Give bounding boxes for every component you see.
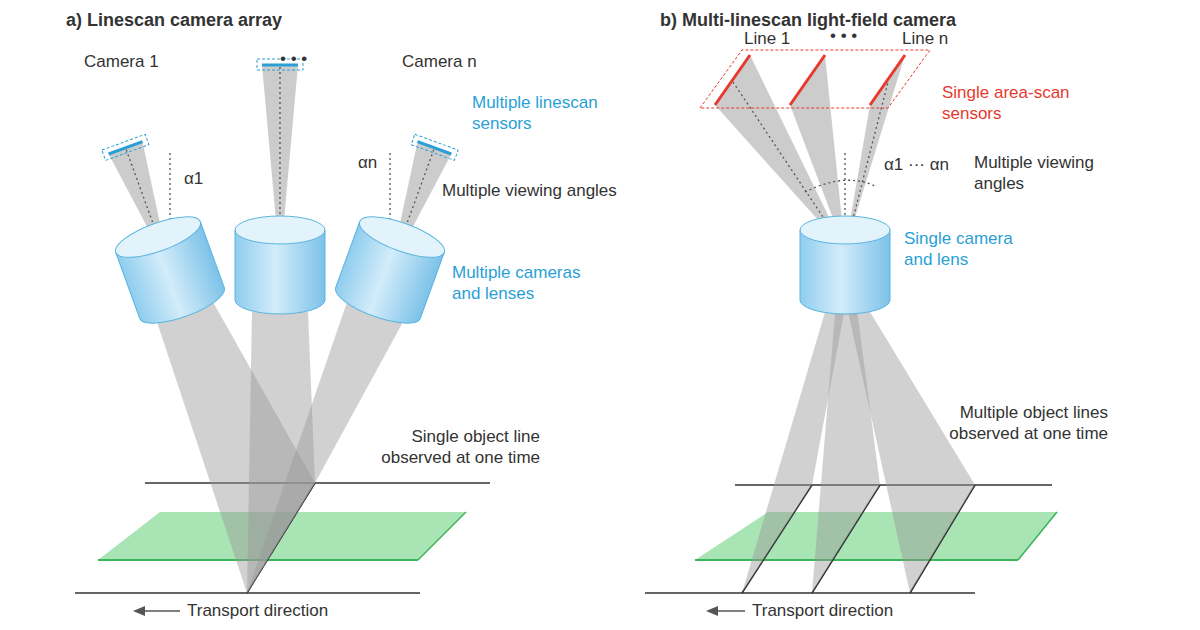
ellipsis: • • • xyxy=(830,25,857,46)
single-camera xyxy=(800,216,890,314)
transport-label: Transport direction xyxy=(187,600,328,621)
area-scan-sensor xyxy=(700,50,930,108)
angle-label: αn xyxy=(358,152,377,173)
sensor-label: Multiple linescan sensors xyxy=(472,92,622,134)
camera-note: Single camera and lens xyxy=(904,228,1034,270)
beam xyxy=(157,302,403,593)
transport-arrow xyxy=(133,606,180,616)
object-note: Multiple object lines observed at one ti… xyxy=(948,402,1108,444)
angle-note: Multiple viewing angles xyxy=(442,180,617,201)
line-label: Line 1 xyxy=(744,28,790,49)
camera-note: Multiple cameras and lenses xyxy=(452,262,612,304)
beam xyxy=(715,55,905,250)
camera-label: Camera n xyxy=(402,51,477,72)
object-note: Single object line observed at one time xyxy=(340,426,540,468)
line-label: Line n xyxy=(902,28,948,49)
linescan-camera xyxy=(235,59,325,314)
transport-arrow xyxy=(706,606,745,616)
angle-label: α1 ··· αn xyxy=(884,154,949,175)
panel-heading: b) Multi-linescan light-field camera xyxy=(660,10,956,31)
panel-heading: a) Linescan camera array xyxy=(66,10,282,31)
camera-label: Camera 1 xyxy=(84,51,159,72)
angle-label: α1 xyxy=(184,168,203,189)
transport-label: Transport direction xyxy=(752,600,893,621)
ellipsis: • • • xyxy=(280,48,307,69)
linescan-camera xyxy=(81,127,229,332)
angle-note: Multiple viewing angles xyxy=(974,152,1094,194)
sensor-label: Single area-scan sensors xyxy=(942,82,1092,124)
beam xyxy=(742,302,975,593)
